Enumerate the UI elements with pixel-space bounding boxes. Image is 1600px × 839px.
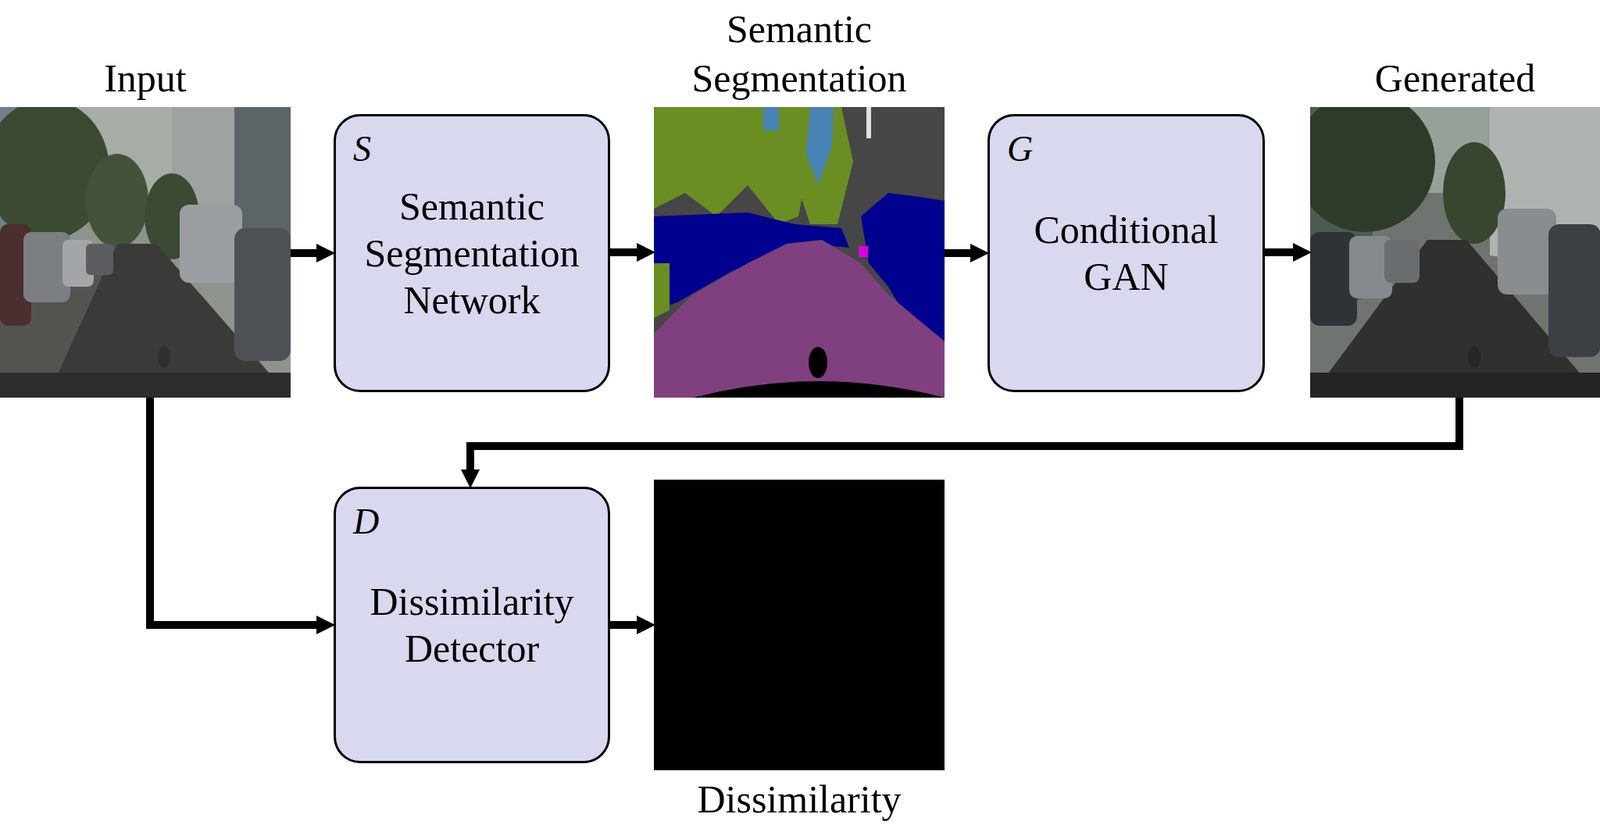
input-image: Input — [0, 107, 291, 398]
box-label: Dissimilarity Detector — [354, 578, 590, 672]
process-box: G Conditional GAN — [987, 114, 1265, 393]
flow-arrow — [610, 248, 645, 257]
process-box: D Dissimilarity Detector — [333, 486, 611, 764]
dissimilarity-map — [653, 479, 945, 771]
flow-arrow — [470, 397, 1460, 478]
flow-arrow — [290, 249, 325, 258]
image-caption: Generated — [1294, 53, 1600, 104]
flow-arrow — [150, 397, 325, 625]
image-caption: Dissimilarity — [638, 775, 961, 825]
block-letter: S — [353, 127, 372, 171]
segmentation-map — [653, 107, 945, 398]
flow-arrow — [610, 621, 645, 629]
segmentation-image: Semantic Segmentation — [653, 107, 945, 398]
generated-photo — [1310, 107, 1600, 398]
image-caption: Input — [0, 53, 307, 104]
box-label: Conditional GAN — [1009, 206, 1244, 300]
block-letter: D — [353, 500, 379, 543]
flow-arrow — [944, 249, 979, 258]
process-box: S Semantic Segmentation Network — [333, 114, 611, 393]
flow-arrow — [1264, 248, 1301, 257]
box-label: Semantic Segmentation Network — [354, 182, 590, 324]
generated-image: Generated — [1310, 107, 1600, 398]
block-letter: G — [1007, 127, 1033, 171]
dissimilarity-image: Dissimilarity — [653, 479, 945, 771]
image-caption: Semantic Segmentation — [638, 4, 961, 103]
input-photo — [0, 107, 291, 398]
